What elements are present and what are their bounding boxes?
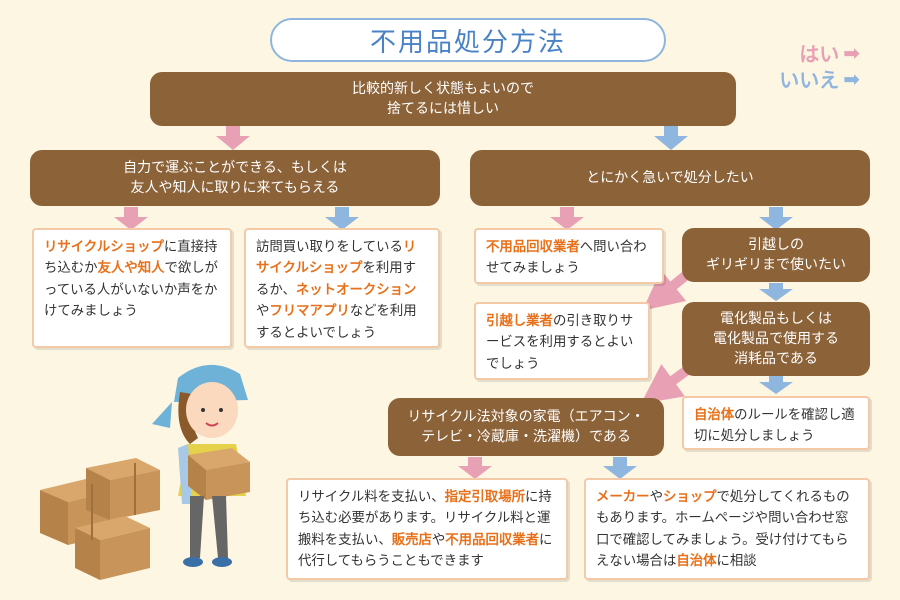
answer-moving-company: 引越し業者の引き取りサービスを利用するとよいでしょう — [474, 302, 650, 380]
yes-arrow-carry — [114, 207, 148, 230]
answer-recycle-fee: リサイクル料を支払い、指定引取場所に持ち込む必要があります。リサイクル料と運搬料… — [286, 478, 568, 580]
legend-no-label: いいえ — [779, 68, 840, 92]
question-carry-line1: 自力で運ぶことができる、もしくは — [123, 159, 347, 176]
question-carry-line2: 友人や知人に取りに来てもらえる — [130, 180, 340, 196]
answer-text: で欲しがっている人がいないか声をかけてみましょう — [44, 261, 219, 320]
no-arrows — [325, 124, 793, 479]
no-arrow-hurry — [759, 207, 793, 230]
answer-text: リサイクル料を支払い、 — [298, 490, 445, 505]
answer-text: や — [649, 490, 663, 505]
keyword: ネットオークション — [295, 282, 417, 298]
answer-text: へ問い合わせてみましょう — [486, 240, 647, 277]
question-hurry: とにかく急いで処分したい — [470, 150, 870, 206]
answer-text: に直接持ち込むか — [44, 240, 218, 277]
question-root-line1: 比較的新しく状態もよいので — [352, 80, 534, 97]
keyword: フリマアプリ — [269, 304, 350, 320]
question-carry: 自力で運ぶことができる、もしくは友人や知人に取りに来てもらえる — [30, 150, 440, 206]
answer-text: に代行してもらうこともできます — [298, 532, 553, 570]
answer-text: の引き取りサービスを利用するとよいでしょう — [486, 314, 634, 372]
no-arrow-recycle-law — [603, 457, 637, 479]
yes-arrow-hurry — [550, 207, 584, 230]
keyword: 不用品回収業者 — [486, 240, 580, 255]
no-arrow-root — [654, 124, 688, 150]
answer-text: に持ち込む必要があります。リサイクル料と運搬料を支払い、 — [298, 490, 552, 548]
answer-text: に相談 — [716, 554, 757, 570]
no-arrow-moving — [759, 283, 793, 301]
keyword: 指定引取場所 — [444, 490, 525, 505]
legend-yes-label: はい — [799, 42, 840, 66]
answer-recycle-shop-direct: リサイクルショップに直接持ち込むか友人や知人で欲しがっている人がいないか声をかけ… — [32, 228, 232, 348]
arrow-right-icon: ➡ — [843, 66, 860, 91]
keyword: 自治体 — [676, 554, 717, 570]
answer-text: や — [431, 532, 446, 548]
keyword: 引越し業者 — [486, 314, 553, 329]
keyword: 友人や知人 — [97, 261, 165, 277]
question-electric-line1: 電化製品もしくは — [720, 310, 832, 327]
answer-visit-buyback: 訪問買い取りをしているリサイクルショップを利用するか、ネットオークションやフリマ… — [244, 228, 440, 348]
question-hurry-label: とにかく急いで処分したい — [586, 169, 754, 186]
question-root: 比較的新しく状態もよいので捨てるには惜しい — [150, 72, 736, 126]
question-recycle-law: リサイクル法対象の家電（エアコン・テレビ・冷蔵庫・洗濯機）である — [388, 398, 664, 456]
answer-text: のルールを確認し適切に処分しましょう — [694, 408, 855, 445]
keyword: 自治体 — [694, 408, 735, 423]
question-electric-line2: 電化製品で使用する — [713, 330, 839, 347]
keyword: リサイクルショップ — [44, 240, 164, 255]
yes-arrows — [114, 124, 584, 479]
answer-municipality-rules: 自治体のルールを確認し適切に処分しましょう — [682, 396, 870, 450]
answer-junk-collector: 不用品回収業者へ問い合わせてみましょう — [474, 228, 664, 284]
question-moving-line2: ギリギリまで使いたい — [706, 257, 846, 273]
answer-text: や — [256, 304, 270, 320]
no-arrow-carry — [325, 207, 359, 230]
answer-text: を利用するか、 — [256, 261, 417, 298]
question-moving: 引越しのギリギリまで使いたい — [682, 228, 870, 282]
yes-arrow-root — [216, 124, 250, 150]
legend-no: いいえ ➡ — [779, 64, 860, 93]
yes-arrow-recycle-law — [458, 457, 492, 479]
page-title: 不用品処分方法 — [270, 18, 666, 62]
question-recycle-law-line2: テレビ・冷蔵庫・洗濯機）である — [421, 429, 631, 445]
question-recycle-law-line1: リサイクル法対象の家電（エアコン・ — [407, 408, 645, 425]
answer-text: 訪問買い取りをしている — [256, 240, 403, 255]
keyword: リサイクルショップ — [256, 240, 417, 277]
question-moving-line1: 引越しの — [748, 236, 804, 253]
question-root-line2: 捨てるには惜しい — [387, 101, 499, 117]
arrow-right-icon: ➡ — [843, 40, 860, 65]
keyword: ショップ — [662, 490, 717, 505]
legend-yes: はい ➡ — [799, 38, 860, 67]
keyword: 不用品回収業者 — [445, 532, 540, 548]
question-electric: 電化製品もしくは電化製品で使用する消耗品である — [682, 302, 870, 376]
question-electric-line3: 消耗品である — [734, 351, 818, 368]
keyword: メーカー — [596, 490, 650, 505]
no-arrow-electric — [759, 376, 793, 394]
answer-text: で処分してくれるものもあります。ホームページや問い合わせ窓口で確認してみましょう… — [596, 490, 850, 570]
keyword: 販売店 — [391, 532, 432, 548]
answer-maker-shop: メーカーやショップで処分してくれるものもあります。ホームページや問い合わせ窓口で… — [584, 478, 870, 580]
answer-text: などを利用するとよいでしょう — [256, 304, 417, 341]
